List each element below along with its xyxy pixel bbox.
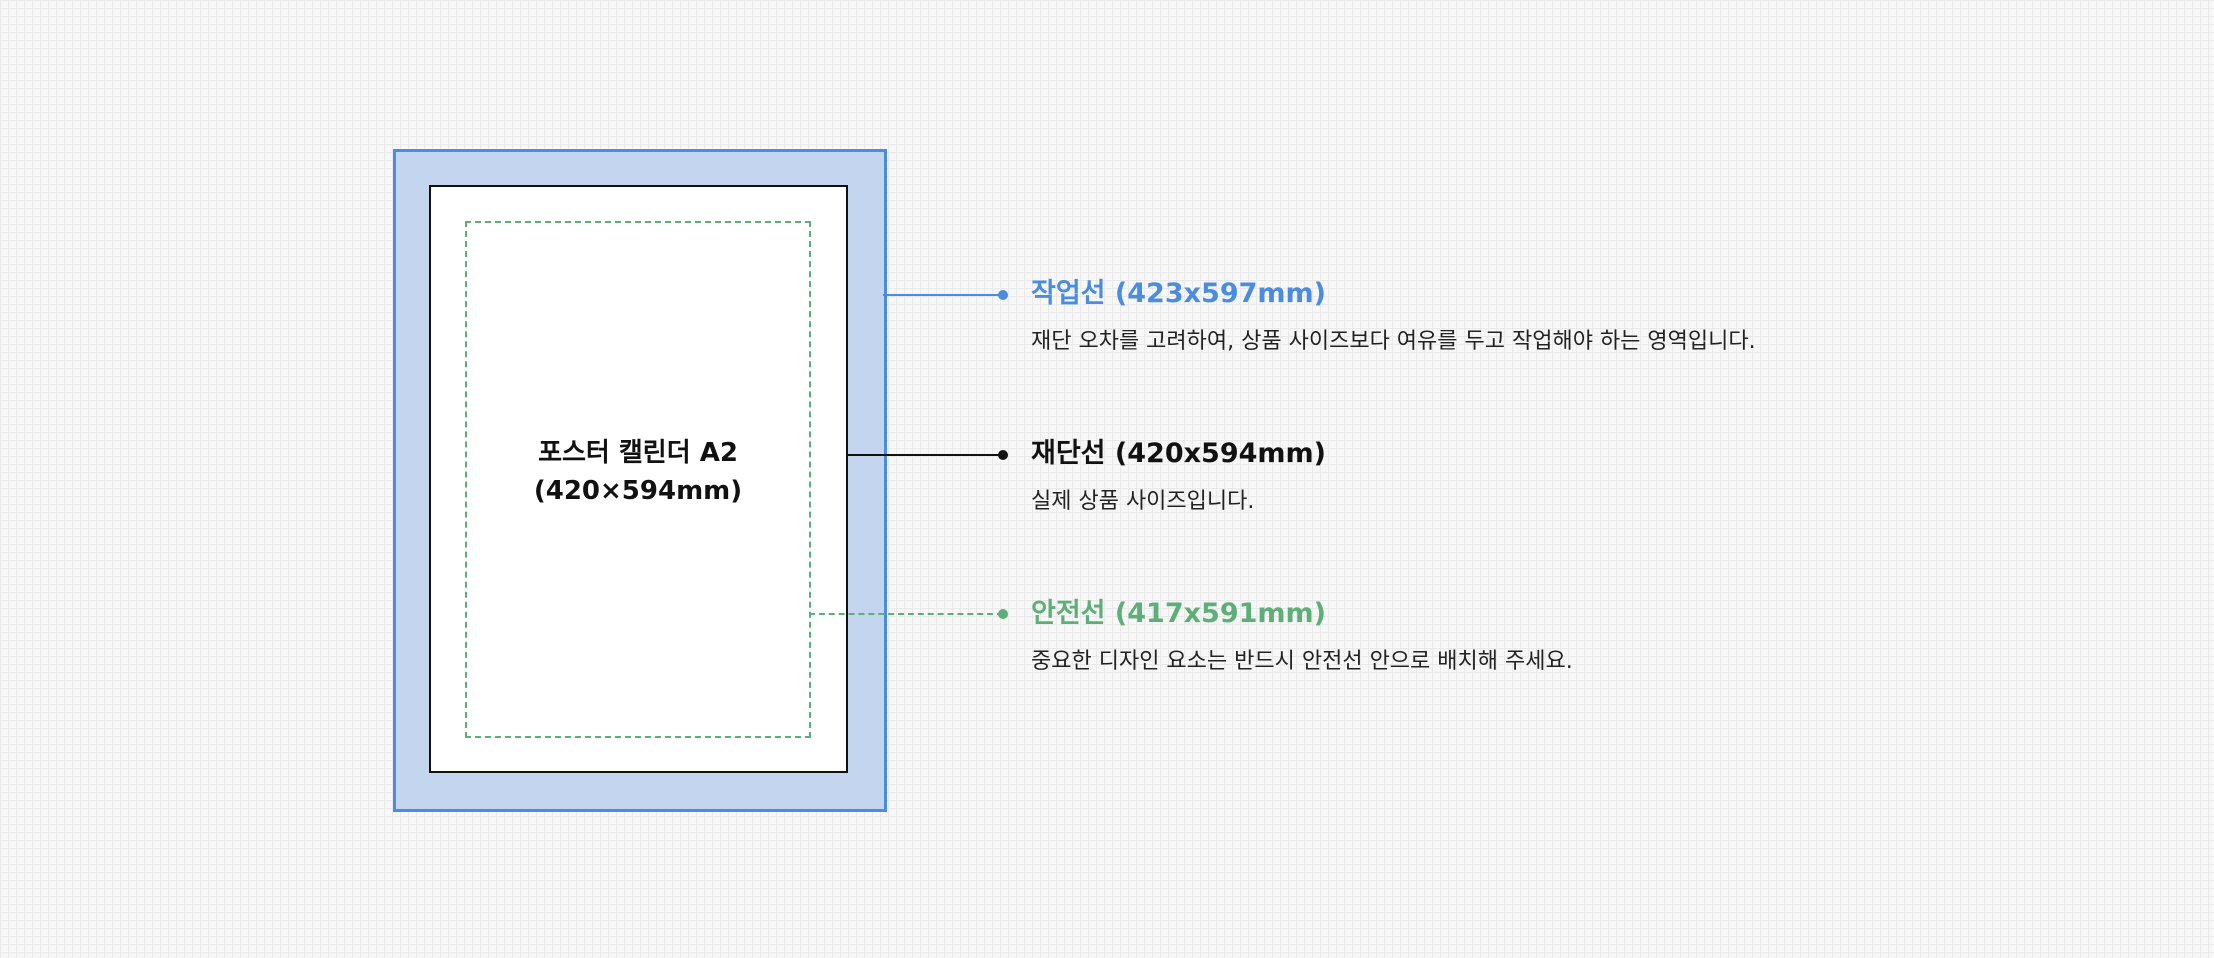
trim-connector-line [846, 454, 1003, 456]
safe-description: 중요한 디자인 요소는 반드시 안전선 안으로 배치해 주세요. [1031, 649, 1573, 674]
safe-area [465, 221, 811, 738]
bleed-description: 재단 오차를 고려하여, 상품 사이즈보다 여유를 두고 작업해야 하는 영역입… [1031, 329, 1756, 354]
safe-connector-line [809, 613, 1003, 615]
bleed-connector-line [883, 294, 1003, 296]
safe-title: 안전선 (417x591mm) [1031, 598, 1327, 629]
trim-area [429, 185, 848, 773]
bleed-connector-dot [998, 290, 1008, 300]
trim-description: 실제 상품 사이즈입니다. [1031, 489, 1255, 514]
trim-title: 재단선 (420x594mm) [1031, 438, 1327, 469]
bleed-title: 작업선 (423x597mm) [1031, 278, 1327, 309]
product-name: 포스터 캘린더 A2 [538, 438, 738, 468]
product-label: 포스터 캘린더 A2 (420×594mm) [431, 434, 845, 510]
trim-connector-dot [998, 450, 1008, 460]
safe-connector-dot [998, 609, 1008, 619]
product-size: (420×594mm) [533, 476, 743, 506]
